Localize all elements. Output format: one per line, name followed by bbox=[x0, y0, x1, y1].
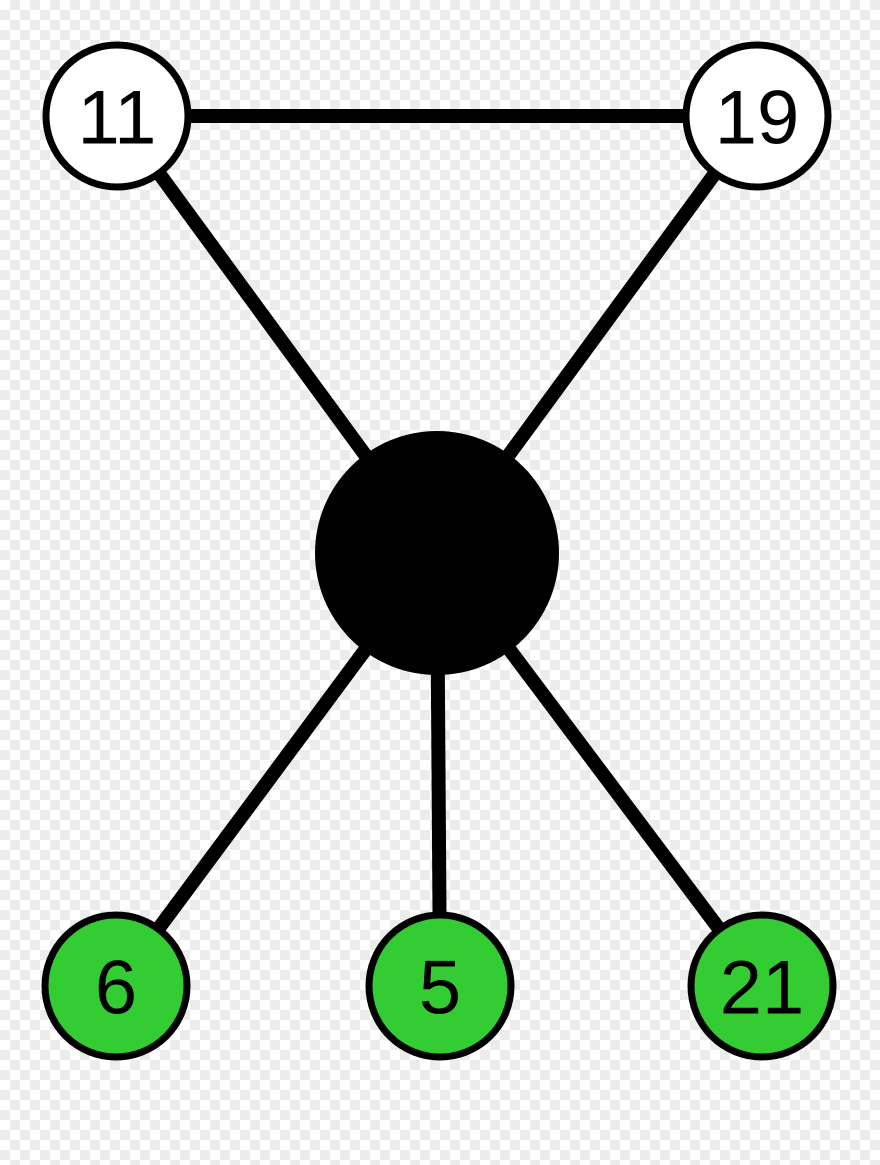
node-11: 11 bbox=[42, 41, 192, 191]
node-5-circle bbox=[365, 911, 515, 1061]
node-11-circle bbox=[42, 41, 192, 191]
node-6: 6 bbox=[41, 911, 191, 1061]
node-5-label: 5 bbox=[419, 946, 461, 1031]
node-21: 21 bbox=[687, 911, 837, 1061]
hub-node bbox=[315, 431, 559, 675]
node-21-circle bbox=[687, 911, 837, 1061]
node-5: 5 bbox=[365, 911, 515, 1061]
node-19-circle bbox=[682, 41, 832, 191]
nodes-layer: 11 19 6 5 21 bbox=[41, 41, 837, 1061]
node-19: 19 bbox=[682, 41, 832, 191]
node-6-circle bbox=[41, 911, 191, 1061]
node-6-label: 6 bbox=[95, 946, 137, 1031]
hub-node-circle bbox=[315, 431, 559, 675]
node-19-label: 19 bbox=[715, 76, 800, 161]
node-21-label: 21 bbox=[720, 946, 805, 1031]
node-11-label: 11 bbox=[78, 76, 157, 161]
